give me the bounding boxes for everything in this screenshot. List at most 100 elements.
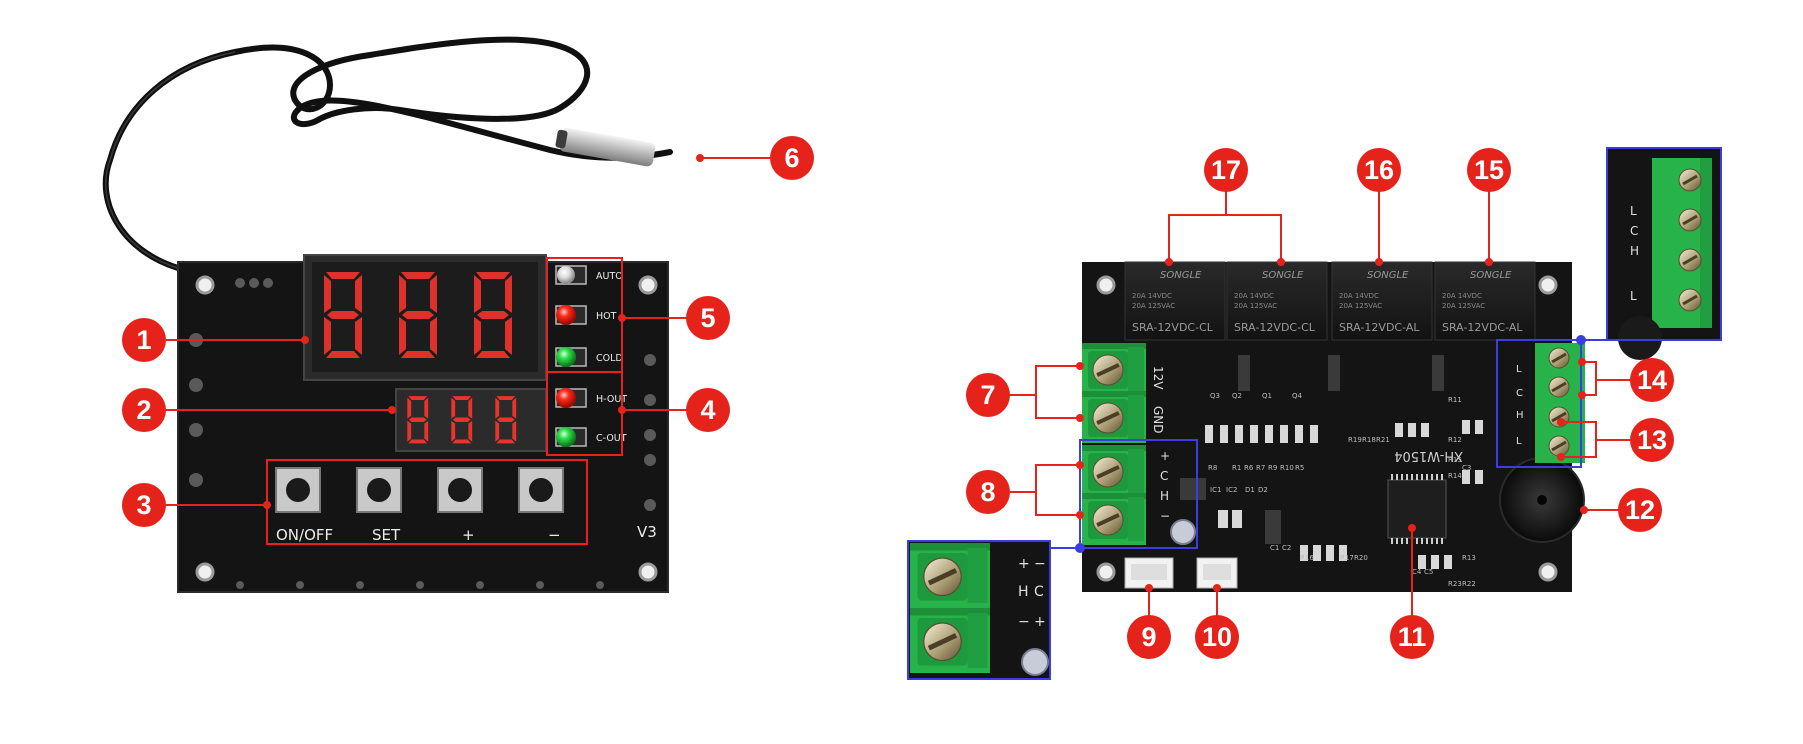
label-minus: − (1160, 509, 1170, 523)
relay-3-model: SRA-12VDC-AL (1339, 321, 1420, 334)
callout-13: 13 (1630, 418, 1674, 462)
buzzer (1499, 457, 1585, 543)
silk-r18: R18 (1362, 436, 1376, 444)
relay-2-rating1: 20A 14VDC (1234, 292, 1274, 300)
svg-text:15: 15 (1474, 155, 1504, 185)
silk-r11: R11 (1448, 396, 1462, 404)
microcontroller-ic (1387, 474, 1447, 544)
svg-text:9: 9 (1141, 622, 1156, 652)
silk-r5: R5 (1295, 464, 1304, 472)
relay-2-model: SRA-12VDC-CL (1234, 321, 1316, 334)
push-buttons (275, 467, 564, 513)
svg-text:4: 4 (700, 395, 715, 425)
led-c-out (556, 427, 576, 447)
relay-3 (1331, 261, 1433, 341)
callout-markers: 1 2 3 4 5 6 7 8 9 10 11 12 13 14 15 16 1… (122, 136, 1674, 659)
svg-text:16: 16 (1364, 155, 1394, 185)
callout-7: 7 (966, 373, 1010, 417)
button-label-plus: + (462, 526, 475, 544)
silk-r8: R8 (1208, 464, 1217, 472)
board-model: XH-W1504 (1394, 448, 1463, 463)
relay-2 (1226, 261, 1328, 341)
relay-3-rating1: 20A 14VDC (1339, 292, 1379, 300)
led-hot (556, 305, 576, 325)
silk-ic2: IC2 (1226, 486, 1237, 494)
led-auto (557, 266, 575, 284)
relay-4-rating1: 20A 14VDC (1442, 292, 1482, 300)
svg-text:10: 10 (1202, 622, 1232, 652)
callout-9: 9 (1127, 615, 1171, 659)
zoom-left-minus-1: − (1034, 556, 1046, 572)
svg-text:14: 14 (1637, 365, 1667, 395)
silk-r14: R14 (1448, 472, 1462, 480)
silk-q2: Q2 (1232, 392, 1242, 400)
button-set[interactable] (356, 467, 402, 513)
silk-r10: R10 (1280, 464, 1294, 472)
relay-2-brand: SONGLE (1262, 270, 1304, 281)
silk-q4: Q4 (1292, 392, 1303, 400)
svg-text:5: 5 (700, 303, 715, 333)
svg-text:7: 7 (980, 380, 995, 410)
led-label-cold: COLD (596, 353, 623, 364)
sensor-connector-10 (1196, 557, 1238, 589)
button-plus[interactable] (437, 467, 483, 513)
callout-15: 15 (1467, 148, 1511, 192)
silk-ic1: IC1 (1210, 486, 1221, 494)
relay-1-brand: SONGLE (1160, 270, 1202, 281)
callout-3: 3 (122, 483, 166, 527)
power-terminal-block (1081, 342, 1147, 444)
smd-components (1205, 420, 1483, 569)
out-label-l1: L (1516, 364, 1522, 375)
svg-text:6: 6 (784, 143, 799, 173)
silk-r12: R12 (1448, 436, 1462, 444)
silk-c4: C4 (1412, 568, 1422, 576)
silk-r7: R7 (1256, 464, 1265, 472)
led-label-hot: HOT (596, 311, 617, 322)
silk-r6: R6 (1244, 464, 1254, 472)
silk-r9: R9 (1268, 464, 1277, 472)
svg-text:13: 13 (1637, 425, 1667, 455)
out-label-c: C (1516, 388, 1523, 399)
svg-text:8: 8 (980, 477, 995, 507)
silk-r23: R23 (1448, 580, 1462, 588)
silk-c1: C1 (1270, 544, 1279, 552)
silk-r19: R19 (1348, 436, 1362, 444)
temperature-probe (555, 128, 656, 167)
relays (1124, 261, 1536, 341)
status-leds (555, 265, 587, 447)
silk-r13: R13 (1462, 554, 1476, 562)
callout-4: 4 (686, 388, 730, 432)
button-label-on-off: ON/OFF (276, 526, 333, 544)
svg-text:17: 17 (1211, 155, 1241, 185)
callout-12: 12 (1618, 488, 1662, 532)
svg-text:12: 12 (1625, 495, 1655, 525)
zoom-right-l2: L (1630, 289, 1637, 303)
silk-r20: R20 (1354, 554, 1368, 562)
silk-d2: D2 (1258, 486, 1268, 494)
svg-text:1: 1 (136, 325, 151, 355)
silk-r1: R1 (1232, 464, 1241, 472)
silk-q3: Q3 (1210, 392, 1220, 400)
led-label-auto: AUTO (596, 271, 623, 282)
front-board: AUTO HOT COLD H-OUT C-OUT (102, 36, 673, 593)
zoom-inset-right: L C H L (1606, 147, 1722, 360)
svg-text:3: 3 (136, 490, 151, 520)
relay-2-rating2: 20A 125VAC (1234, 302, 1277, 310)
zoom-left-plus: + (1018, 556, 1030, 572)
relay-1-model: SRA-12VDC-CL (1132, 321, 1214, 334)
led-label-h-out: H-OUT (596, 394, 627, 405)
back-board: SONGLE SONGLE SONGLE SONGLE 20A 14VDC 20… (1081, 261, 1585, 592)
label-gnd: GND (1151, 406, 1165, 434)
zoom-left-c: C (1034, 584, 1044, 600)
silk-r21: R21 (1376, 436, 1390, 444)
relay-3-brand: SONGLE (1367, 270, 1409, 281)
relay-1-rating2: 20A 125VAC (1132, 302, 1175, 310)
callout-1: 1 (122, 318, 166, 362)
zoom-right-h: H (1630, 244, 1639, 258)
callout-5: 5 (686, 296, 730, 340)
zoom-right-c: C (1630, 224, 1638, 238)
button-minus[interactable] (518, 467, 564, 513)
sensor-connector-9 (1124, 557, 1174, 589)
capacitor (1170, 519, 1196, 545)
button-on-off[interactable] (275, 467, 321, 513)
